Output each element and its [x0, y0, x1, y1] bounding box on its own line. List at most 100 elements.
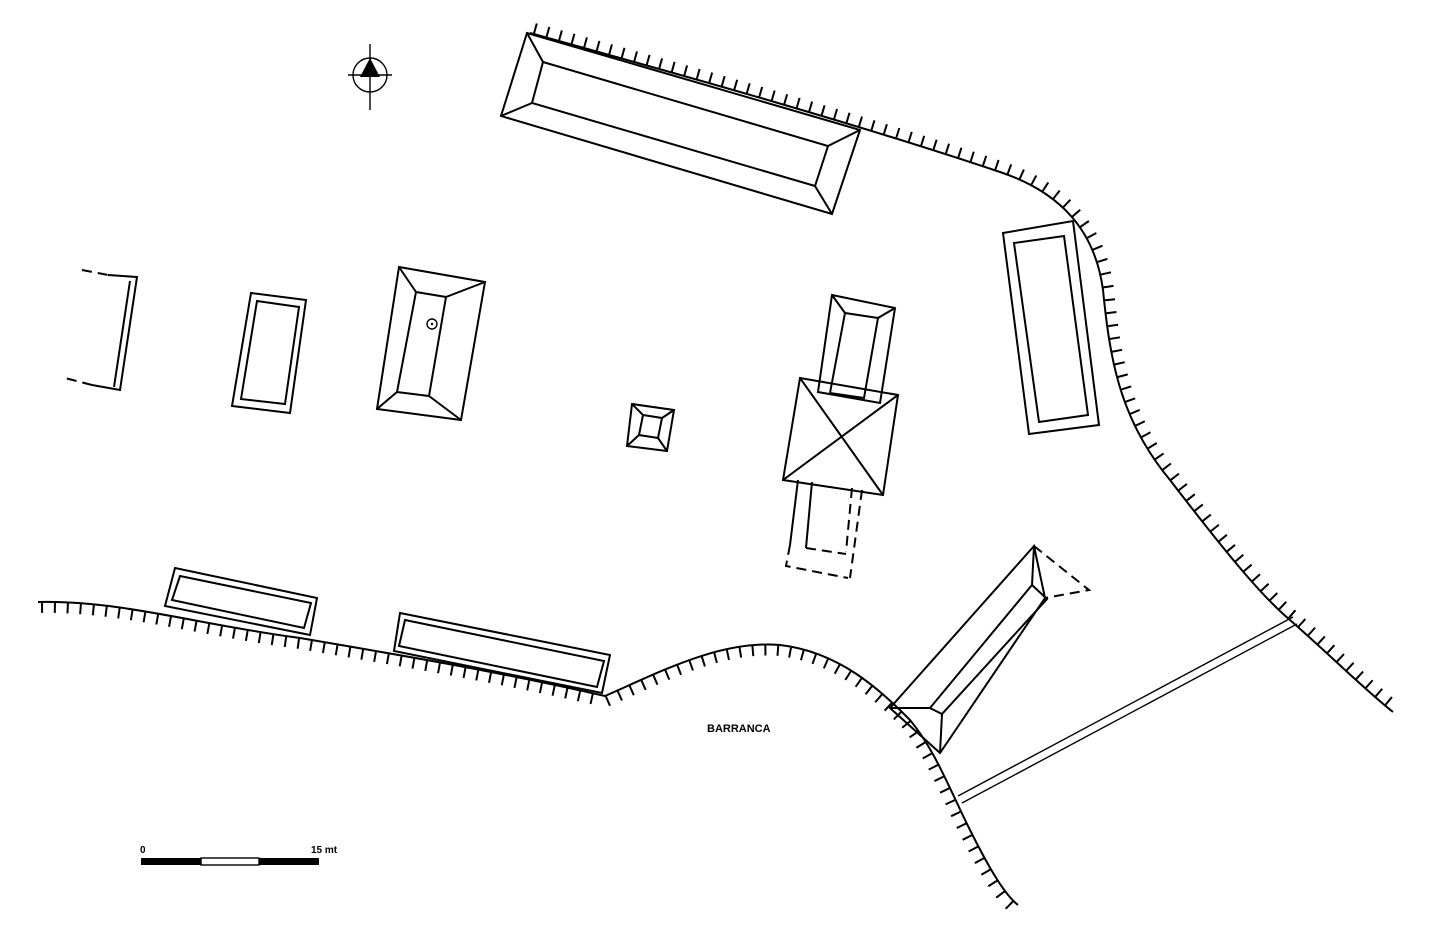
hachure-tick — [956, 822, 968, 829]
hachure-tick — [1107, 323, 1119, 328]
hachure-tick — [608, 44, 613, 56]
hachure-tick — [437, 662, 442, 674]
hachure-tick — [1161, 462, 1172, 471]
hachure-tick — [398, 655, 403, 667]
hachure-tick — [987, 879, 999, 888]
hachure-tick — [683, 65, 689, 77]
hachure-tick — [411, 657, 416, 669]
hachure-tick — [628, 684, 635, 696]
scale-end-label: 15 mt — [311, 845, 338, 856]
hachure-tick — [1116, 373, 1128, 379]
hachure-tick — [738, 646, 743, 658]
hachure-tick — [758, 86, 764, 98]
hachure-tick — [576, 690, 582, 702]
hachure-tick — [232, 627, 236, 639]
hachure-tick — [564, 687, 569, 699]
hachure-tick — [1004, 900, 1015, 910]
hachure-tick — [832, 108, 839, 120]
hachure-tick — [557, 30, 563, 42]
hachure-tick — [1071, 209, 1081, 218]
hachure-tick — [939, 787, 951, 794]
ravine-label: BARRANCA — [707, 723, 771, 735]
hachure-tick — [1111, 348, 1123, 353]
hachure-tick — [820, 105, 826, 117]
boundary-wall — [957, 616, 1298, 804]
hachure-tick — [1316, 635, 1326, 646]
hachure-tick — [864, 685, 874, 695]
hachure-tick — [1146, 442, 1158, 450]
hachure-tick — [670, 61, 676, 73]
hachure-tick — [1225, 544, 1236, 553]
hachure-tick — [745, 83, 751, 95]
hachure-tick — [1354, 670, 1364, 681]
hachure-tick — [908, 730, 920, 739]
hachure-tick — [180, 618, 185, 630]
hachure-tick — [857, 116, 863, 128]
hachure-tick — [193, 620, 198, 632]
hachure-tick — [500, 674, 505, 686]
hachure-tick — [551, 684, 556, 696]
structure-cruciform — [781, 293, 900, 579]
hachure-tick — [385, 653, 390, 665]
hachure-tick — [932, 139, 938, 151]
hachure-tick — [1335, 653, 1345, 663]
hachure-tick — [104, 605, 108, 617]
hachure-tick — [795, 97, 801, 109]
hachure-tick — [950, 810, 962, 818]
hachure-tick — [1062, 198, 1072, 209]
hachure-tick — [822, 657, 830, 669]
hachure-tick — [808, 101, 814, 113]
hachure-tick — [833, 663, 841, 675]
hachure-tick — [944, 143, 950, 155]
hachure-tick — [538, 682, 544, 694]
structure-central-hip — [375, 265, 487, 422]
hachure-tick — [870, 120, 876, 132]
hachure-tick — [334, 644, 339, 656]
hachure-tick — [928, 763, 939, 771]
hachure-tick — [309, 639, 313, 652]
hachure-tick — [1209, 523, 1220, 533]
hachure-tick — [66, 602, 69, 614]
hachure-tick — [700, 655, 706, 667]
north-arrow-icon — [348, 44, 392, 110]
hachure-tick — [882, 123, 888, 135]
hachure-tick — [79, 603, 82, 615]
hachure-tick — [1006, 163, 1013, 175]
hachure-tick — [720, 75, 726, 87]
structure-south-west — [163, 566, 319, 637]
hachure-tick — [526, 679, 531, 691]
structure-north-long — [499, 31, 862, 216]
hachure-tick — [945, 798, 956, 806]
hachure-tick — [1129, 408, 1141, 416]
hachure-tick — [688, 659, 694, 671]
hachure-tick — [1124, 397, 1136, 403]
hachure-tick — [799, 649, 805, 661]
hachure-tick — [994, 159, 1000, 171]
structure-east-long — [1001, 219, 1101, 436]
hachure-tick — [854, 677, 863, 688]
hachure-tick — [969, 151, 975, 163]
hachure-tick — [1030, 175, 1038, 186]
hachure-tick — [1120, 385, 1132, 391]
hachure-tick — [1169, 472, 1180, 482]
hachure-tick — [725, 648, 730, 661]
hachure-tick — [1041, 181, 1050, 193]
hachure-tick — [1251, 573, 1261, 583]
hachure-tick — [1140, 431, 1151, 439]
hachure-tick — [296, 637, 301, 649]
hachure-tick — [475, 669, 480, 681]
hachure-tick — [532, 23, 538, 35]
hachure-tick — [1287, 609, 1297, 620]
hachure-tick — [713, 651, 718, 664]
hachure-tick — [1259, 583, 1270, 592]
hachure-tick — [980, 868, 992, 876]
hachure-tick — [676, 664, 683, 676]
hachure-tick — [244, 629, 249, 642]
hachure-tick — [919, 135, 926, 147]
hachure-tick — [844, 670, 853, 681]
structure-diagonal-south-east — [888, 543, 1092, 755]
hachure-tick — [488, 671, 493, 684]
hachure-tick — [1079, 220, 1090, 229]
hachure-tick — [321, 642, 326, 654]
hachure-tick — [1108, 336, 1121, 341]
